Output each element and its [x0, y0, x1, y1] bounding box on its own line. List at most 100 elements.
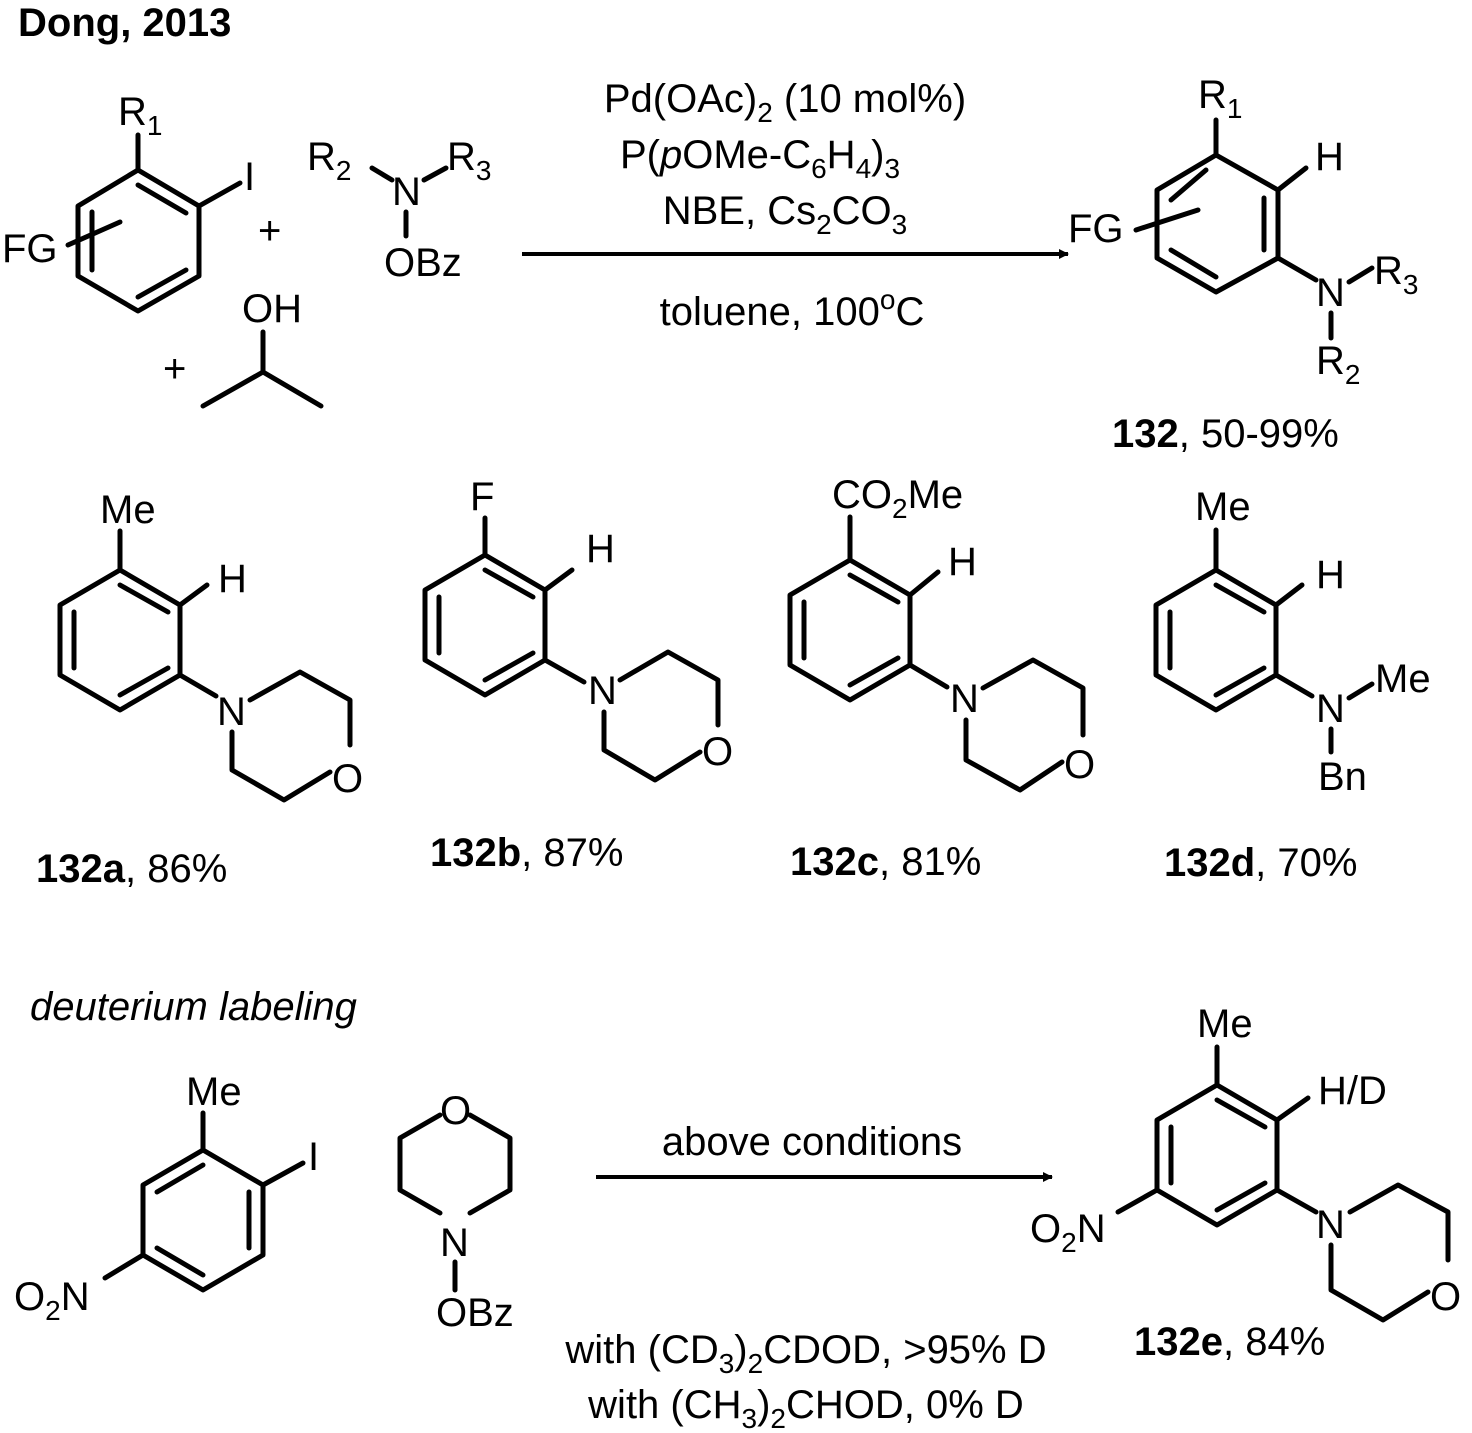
deuterium-labeling-title: deuterium labeling [30, 985, 357, 1029]
nitrogen-label: N [1316, 687, 1345, 731]
morpholine-bonds [963, 717, 1065, 793]
product-132e: Me H/D N O O2N 132e, 84% [1030, 1002, 1461, 1364]
solvent-temperature-line: toluene, 100oC [660, 284, 925, 334]
nitro-bond [102, 1252, 146, 1281]
methyl-label: Me [100, 488, 156, 532]
isopropyl-bonds [200, 369, 324, 409]
fg-label: FG [1068, 207, 1124, 251]
benzene-ring [422, 552, 548, 698]
benzene-ring [140, 1147, 266, 1293]
morpholine-bonds [229, 729, 333, 803]
hydroxyl-label: OH [242, 287, 302, 331]
hydroxylamine-ester-reactant: R2 N R3 OBz [307, 135, 491, 285]
benzyl-label: Bn [1318, 755, 1367, 799]
double-bond [482, 650, 536, 683]
example-132b: F H N O 132b, 87% [422, 475, 733, 875]
c-n-bond-highlight [177, 672, 219, 699]
reaction-conditions: Pd(OAc)2 (10 mol%) P(pOMe-C6H4)3 NBE, Cs… [522, 77, 1069, 334]
nitrogen-label: N [217, 690, 246, 734]
hydrogen-label: H [1315, 135, 1344, 179]
double-bond [135, 267, 189, 300]
plus-sign: + [163, 347, 186, 391]
additives-line: NBE, Cs2CO3 [663, 189, 908, 240]
labeling-arrow-group: above conditions [596, 1120, 1053, 1182]
nitrogen-label: N [392, 170, 421, 214]
hydrogen-label: H [948, 540, 977, 584]
n-r3-bond [421, 165, 449, 183]
example-132d: Me H N Me Bn 132d, 70% [1153, 485, 1431, 885]
iodo-bond [260, 1160, 306, 1188]
c-n-bond-highlight [1274, 1187, 1319, 1215]
morpholine-bonds [980, 657, 1086, 738]
morpholine-bonds [1347, 1182, 1451, 1263]
c-n-bond-highlight [1273, 672, 1315, 699]
r2-label: R2 [307, 135, 351, 186]
nitro-bond [1115, 1187, 1160, 1215]
nitro-aryl-iodide-reactant: Me I O2N [14, 1070, 319, 1326]
isopropanol-reactant: OH [200, 287, 324, 409]
morpholine-bonds [617, 649, 721, 728]
double-bond [1168, 247, 1219, 280]
c-h-bond-highlight [542, 567, 575, 593]
r3-label: R3 [1374, 249, 1418, 300]
nitro-label: O2N [14, 1275, 90, 1326]
example-132c: CO2Me H N O 132c, 81% [787, 473, 1095, 884]
arrow-label: above conditions [662, 1120, 962, 1164]
methyl-label: Me [1197, 1002, 1253, 1046]
nitrogen-label: N [1316, 271, 1345, 315]
oxygen-label: O [1064, 743, 1095, 787]
catalyst-line: Pd(OAc)2 (10 mol%) [604, 77, 966, 128]
fg-label: FG [2, 227, 58, 271]
nitrogen-label: N [440, 1221, 469, 1265]
double-bond [1168, 167, 1209, 203]
benzene-ring [1153, 567, 1279, 713]
product-132-caption: 132, 50-99% [1112, 412, 1339, 456]
oxygen-label: O [702, 730, 733, 774]
double-bond [482, 567, 536, 600]
morpholine-bonds [601, 709, 703, 783]
double-bond [154, 1162, 206, 1195]
double-bond [117, 665, 171, 698]
morpholine-bonds [247, 669, 353, 748]
obz-label: OBz [384, 241, 462, 285]
morpholine-bonds [397, 1112, 443, 1216]
aryl-iodide-reactant: R1 I FG [2, 90, 255, 314]
example-132a-caption: 132a, 86% [36, 847, 227, 891]
methyl-label: Me [1195, 485, 1251, 529]
fg-bond [1133, 207, 1201, 233]
c-n-bond-highlight [1275, 255, 1319, 283]
double-bond [135, 182, 189, 216]
iodo-bond [196, 180, 243, 209]
oxygen-label: O [332, 757, 363, 801]
double-bond [1214, 1180, 1268, 1213]
fluorine-label: F [470, 475, 494, 519]
nitrogen-label: N [1316, 1203, 1345, 1247]
obz-label: OBz [436, 1291, 514, 1335]
double-bond [154, 1245, 206, 1278]
oxygen-label: O [1430, 1275, 1461, 1319]
r1-label: R1 [118, 90, 162, 141]
benzene-ring [787, 557, 913, 703]
double-bond [1213, 665, 1267, 698]
c-h-bond-highlight [1273, 582, 1305, 608]
example-132d-caption: 132d, 70% [1164, 841, 1357, 885]
example-132a: Me H N O 132a, 86% [36, 488, 363, 891]
morpholine-bonds [467, 1112, 513, 1216]
benzene-ring [1154, 152, 1281, 295]
double-bond [1213, 582, 1267, 615]
c-h-bond-highlight [907, 569, 941, 598]
r2-label: R2 [1316, 339, 1360, 390]
ester-label: CO2Me [832, 473, 963, 524]
product-132e-caption: 132e, 84% [1134, 1320, 1325, 1364]
c-h-bond-highlight [177, 582, 210, 608]
iodine-label: I [244, 155, 255, 199]
c-h-bond-highlight [1274, 1095, 1311, 1123]
c-n-bond-highlight [907, 662, 950, 690]
morpholine-bonds [1328, 1242, 1431, 1323]
n-r2-bond [369, 165, 395, 183]
nitrogen-label: N [950, 677, 979, 721]
labeling-note-ch3: with (CH3)2CHOD, 0% D [587, 1383, 1024, 1433]
example-132b-caption: 132b, 87% [430, 831, 623, 875]
